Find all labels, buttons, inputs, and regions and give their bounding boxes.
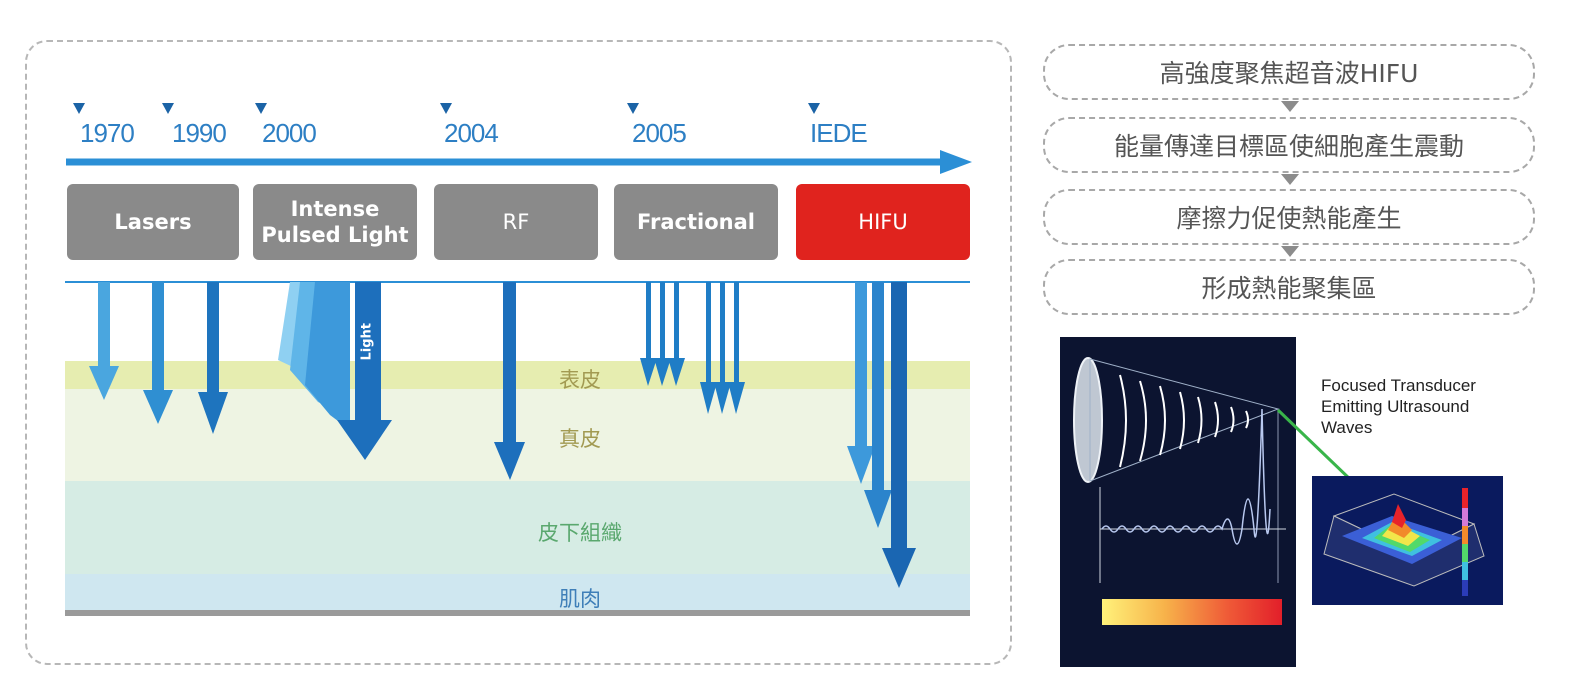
muscle-label: 肌肉 (559, 587, 601, 611)
timeline-panel (25, 40, 1012, 665)
layer-line (65, 281, 970, 283)
laser-arrow (143, 282, 173, 424)
subcutaneous-label: 皮下組織 (538, 521, 622, 545)
rf-arrow (494, 282, 525, 480)
epidermis-label: 表皮 (559, 368, 601, 392)
year-label: 1990 (172, 118, 227, 148)
year-label: 2004 (444, 118, 499, 148)
year-marker (73, 103, 85, 114)
laser-arrow (198, 282, 228, 434)
year-label: IEDE (810, 118, 868, 148)
caption-line: Emitting Ultrasound (1321, 397, 1470, 416)
flow-arrow (1281, 174, 1299, 185)
year-label: 2005 (632, 118, 687, 148)
transducer-caption: Focused Transducer Emitting Ultrasound W… (1321, 375, 1476, 438)
year-marker (162, 103, 174, 114)
category-hifu: HIFU (796, 184, 970, 260)
category-lasers: Lasers (67, 184, 239, 260)
flow-arrow (1281, 101, 1299, 112)
ipl-light-arrow (278, 282, 392, 460)
year-label: 2000 (262, 118, 317, 148)
process-step-2: 能量傳達目標區使細胞產生震動 (1043, 117, 1535, 173)
category-fractional: Fractional (614, 184, 778, 260)
category-rf: RF (434, 184, 598, 260)
flow-arrow (1281, 246, 1299, 257)
year-label: 1970 (80, 118, 135, 148)
subcutaneous-layer (65, 481, 970, 575)
year-marker (627, 103, 639, 114)
caption-line: Waves (1321, 418, 1373, 437)
heatmap-illustration (1312, 476, 1503, 605)
transducer-illustration (1060, 337, 1296, 667)
hifu-arrows (847, 282, 916, 588)
year-marker (255, 103, 267, 114)
year-marker (808, 103, 820, 114)
process-step-3: 摩擦力促使熱能產生 (1043, 189, 1535, 245)
layer-bottom (65, 610, 970, 616)
muscle-layer (65, 574, 970, 610)
year-marker (440, 103, 452, 114)
fractional-arrows (640, 282, 745, 414)
process-step-1: 高強度聚焦超音波HIFU (1043, 44, 1535, 100)
process-step-4: 形成熱能聚集區 (1043, 259, 1535, 315)
laser-arrow (89, 282, 119, 400)
dermis-label: 真皮 (559, 427, 601, 451)
caption-line: Focused Transducer (1321, 376, 1476, 395)
category-ipl: Intense Pulsed Light (253, 184, 417, 260)
